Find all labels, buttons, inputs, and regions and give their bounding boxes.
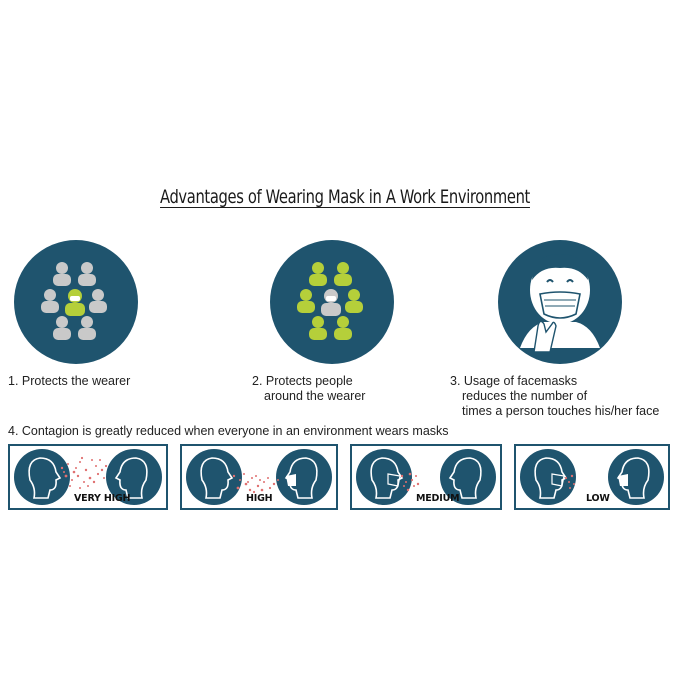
advantage-1-caption: 1. Protects the wearer — [8, 374, 131, 388]
level-medium-label: MEDIUM — [416, 493, 460, 504]
contagion-panel-low: LOW — [514, 444, 670, 510]
page-title: Advantages of Wearing Mask in A Work Env… — [160, 186, 530, 208]
level-very-high-label: VERY HIGH — [74, 493, 131, 504]
protects-wearer-icon — [14, 240, 138, 364]
advantage-3-caption: 3. Usage of facemasks reduces the number… — [450, 374, 660, 418]
level-low-label: LOW — [586, 493, 610, 504]
facemask-face-icon — [498, 240, 622, 364]
contagion-panel-medium: MEDIUM — [350, 444, 502, 510]
level-high-label: HIGH — [246, 493, 273, 504]
contagion-panel-high: HIGH — [180, 444, 338, 510]
protects-others-icon — [270, 240, 394, 364]
contagion-heading: 4. Contagion is greatly reduced when eve… — [8, 424, 449, 438]
advantage-2-caption: 2. Protects people around the wearer — [252, 374, 366, 403]
contagion-panel-very-high: VERY HIGH — [8, 444, 168, 510]
